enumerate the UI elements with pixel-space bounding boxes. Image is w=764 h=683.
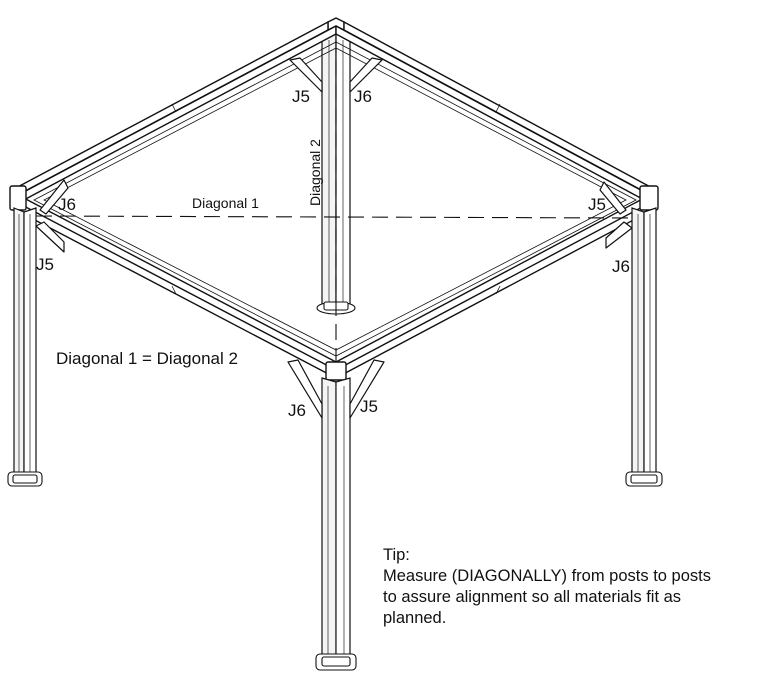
left-post	[7, 179, 69, 487]
joint-label-right-bottom: J6	[612, 257, 630, 276]
diagonal-1-label: Diagonal 1	[192, 195, 259, 211]
tip-line-1: Measure (DIAGONALLY) from posts to posts	[383, 567, 711, 585]
tip-note: Tip: Measure (DIAGONALLY) from posts to …	[383, 545, 763, 629]
joint-label-left-top: J6	[58, 195, 76, 214]
back-braces	[289, 57, 383, 93]
joint-label-right-top: J5	[588, 195, 606, 214]
joint-label-front-left: J6	[288, 401, 306, 420]
diagonal-1-line	[35, 215, 633, 219]
tip-line-3: planned.	[383, 609, 447, 627]
tip-line-2: to assure alignment so all materials fit…	[383, 588, 682, 606]
right-post	[599, 181, 663, 487]
front-post	[287, 359, 385, 671]
joint-label-back-right: J6	[354, 87, 372, 106]
diagonal-2-label: Diagonal 2	[307, 139, 323, 206]
joint-label-back-left: J5	[292, 87, 310, 106]
roof-frame	[9, 17, 659, 381]
joint-label-left-bottom: J5	[36, 255, 54, 274]
equation-label: Diagonal 1 = Diagonal 2	[56, 349, 238, 368]
joint-label-front-right: J5	[360, 397, 378, 416]
tip-heading: Tip:	[383, 546, 410, 564]
